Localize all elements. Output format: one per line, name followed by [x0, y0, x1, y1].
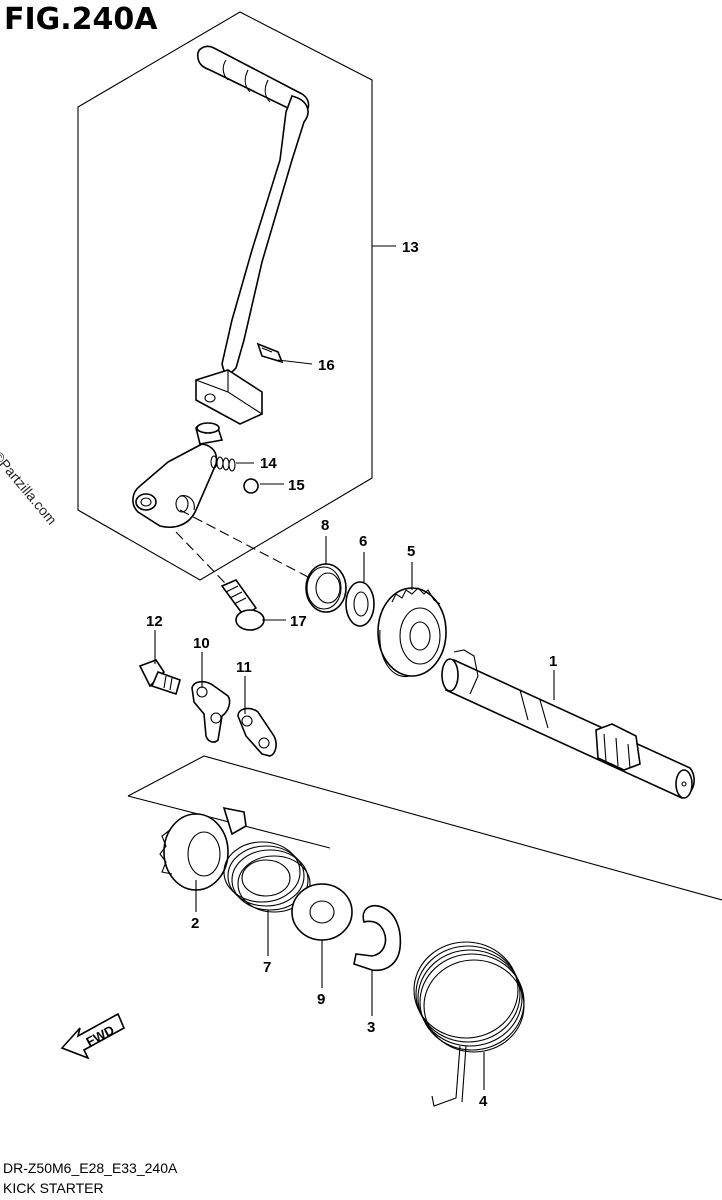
callout-15: 15	[288, 477, 305, 494]
section-name: KICK STARTER	[3, 1180, 104, 1196]
callout-14: 14	[260, 455, 277, 472]
stopper-bolt	[138, 659, 181, 696]
callout-labels: 13 16 14 15 17 8 6 5 1 12 10 11 2 7 9 3 …	[146, 239, 557, 1110]
callout-2: 2	[191, 915, 199, 932]
ratchet-spring	[223, 841, 311, 913]
return-spring	[413, 941, 525, 1107]
callout-13: 13	[402, 239, 419, 256]
kick-lever-assembly-frame	[77, 11, 373, 581]
callout-12: 12	[146, 613, 163, 630]
detent-ball	[243, 478, 259, 494]
callout-17: 17	[290, 613, 307, 630]
fwd-label: FWD	[84, 1022, 117, 1049]
kick-ratchet	[159, 806, 247, 891]
figure-title: FIG.240A	[4, 2, 158, 37]
thrust-washer-6	[345, 581, 375, 627]
leader-lines	[154, 245, 555, 1090]
spring-guide	[353, 904, 402, 972]
guide-plate	[237, 707, 277, 757]
oil-seal	[305, 563, 347, 613]
kick-drive-gear	[377, 587, 447, 678]
callout-16: 16	[318, 357, 335, 374]
pinch-bolt	[220, 579, 265, 631]
fwd-arrow-icon: FWD	[60, 1012, 126, 1060]
kick-lever	[195, 45, 310, 425]
spring-washer-9	[291, 883, 353, 941]
spring-clip	[256, 342, 284, 364]
model-code: DR-Z50M6_E28_E33_240A	[3, 1160, 178, 1176]
detent-spring	[210, 455, 236, 472]
callout-10: 10	[193, 635, 210, 652]
callout-1: 1	[549, 653, 557, 670]
callout-6: 6	[359, 533, 367, 550]
callout-8: 8	[321, 517, 329, 534]
callout-3: 3	[367, 1019, 375, 1036]
callout-4: 4	[479, 1093, 488, 1110]
kick-starter-shaft	[441, 649, 695, 799]
shaft-assembly-frame	[127, 755, 722, 901]
callout-9: 9	[317, 991, 325, 1008]
kick-lever-boss	[132, 422, 224, 528]
callout-5: 5	[407, 543, 415, 560]
callout-7: 7	[263, 959, 271, 976]
callout-11: 11	[236, 659, 252, 676]
stopper-plate	[191, 680, 231, 743]
